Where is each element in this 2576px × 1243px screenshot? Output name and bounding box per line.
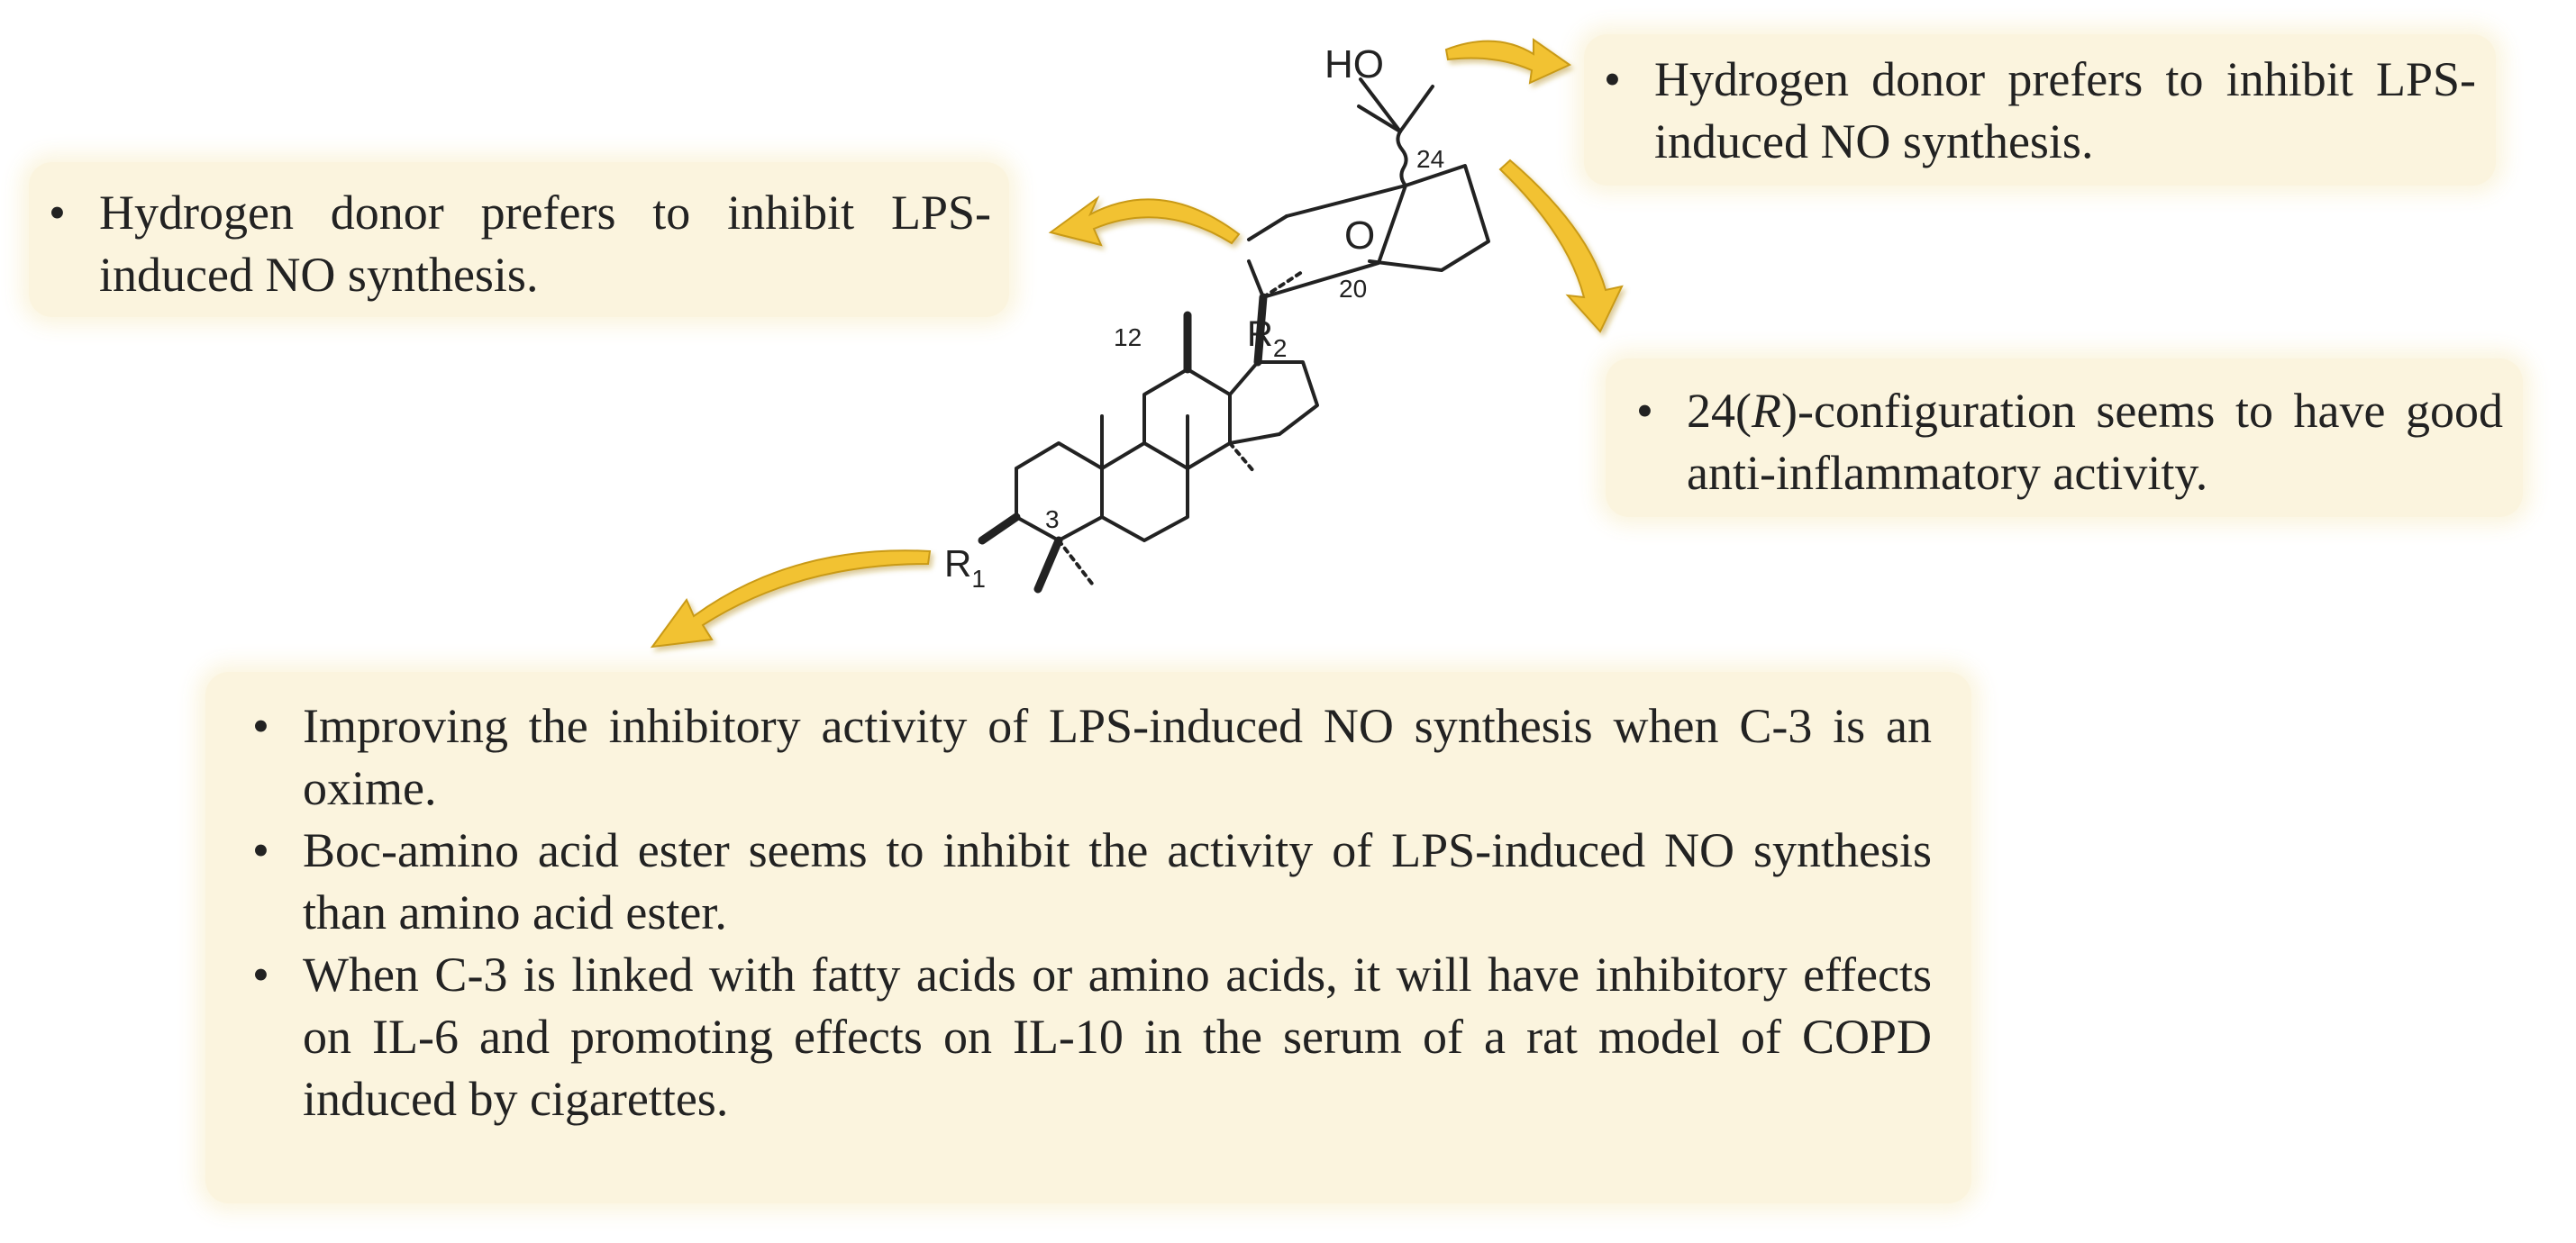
arrow-to-right-note-icon — [1498, 159, 1624, 333]
note-right-item: 24(R)-configuration seems to have good a… — [1625, 380, 2503, 504]
r2-label: R2 — [1247, 314, 1287, 362]
position-24-label: 24 — [1416, 145, 1444, 173]
note-bottom-item-1: Improving the inhibitory activity of LPS… — [241, 695, 1932, 820]
note-right-prefix: 24( — [1687, 384, 1752, 438]
arrow-to-top-left-icon — [1048, 195, 1241, 247]
position-12-label: 12 — [1114, 323, 1142, 351]
r2-letter: R — [1247, 314, 1273, 354]
r1-subscript: 1 — [971, 565, 986, 593]
note-right-italic: R — [1751, 384, 1781, 438]
arrow-to-bottom-note-icon — [650, 549, 932, 649]
position-3-label: 3 — [1045, 505, 1060, 533]
r1-label: R1 — [944, 542, 986, 593]
r2-subscript: 2 — [1273, 334, 1288, 362]
hydroxyl-label: HO — [1324, 42, 1384, 86]
note-bottom-item-2: Boc-amino acid ester seems to inhibit th… — [241, 820, 1932, 944]
oxygen-label: O — [1344, 213, 1375, 258]
note-top-left-item: Hydrogen donor prefers to inhibit LPS-in… — [38, 182, 991, 306]
note-top-right: Hydrogen donor prefers to inhibit LPS-in… — [1584, 34, 2496, 186]
note-top-right-item: Hydrogen donor prefers to inhibit LPS-in… — [1593, 49, 2476, 173]
r1-letter: R — [944, 542, 971, 585]
arrow-to-top-right-icon — [1444, 38, 1572, 85]
note-bottom-item-3: When C-3 is linked with fatty acids or a… — [241, 944, 1932, 1130]
note-bottom: Improving the inhibitory activity of LPS… — [205, 672, 1971, 1203]
molecule-bonds — [978, 77, 1490, 594]
note-top-left: Hydrogen donor prefers to inhibit LPS-in… — [29, 162, 1009, 317]
note-right-suffix: )-configuration seems to have good anti-… — [1687, 384, 2503, 500]
note-right: 24(R)-configuration seems to have good a… — [1606, 358, 2523, 517]
position-20-label: 20 — [1339, 275, 1367, 303]
